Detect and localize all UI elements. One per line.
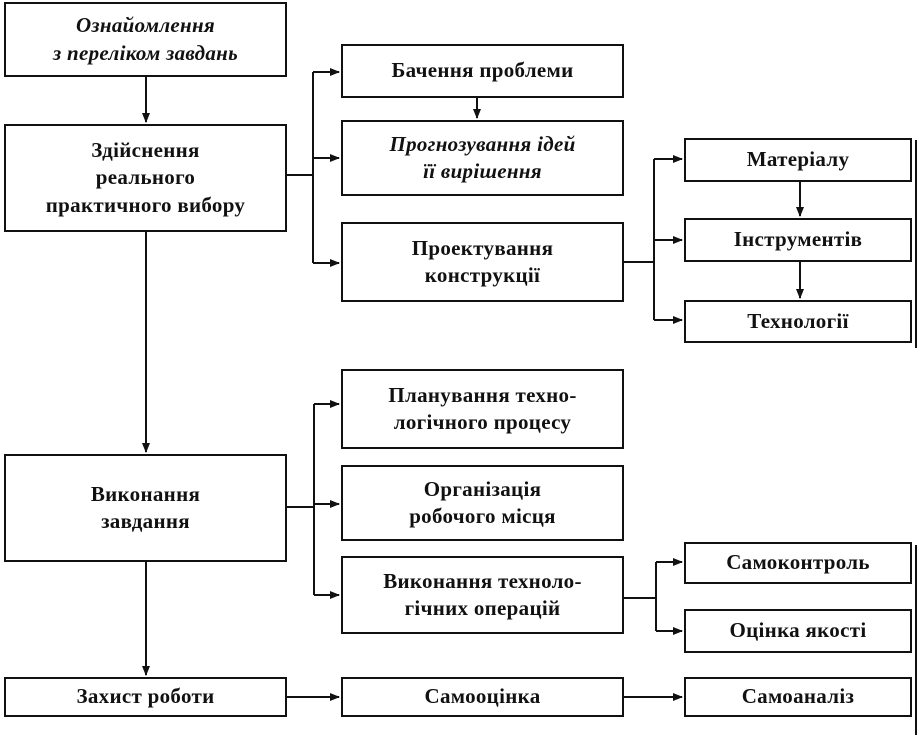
node-selfanalysis: Самоаналіз [684,677,912,717]
node-tech-label: Технології [747,308,849,333]
node-tools-label: Інструментів [733,227,863,252]
node-problem-label: Бачення проблеми [391,58,574,83]
node-tech: Технології [684,300,912,343]
node-problem: Бачення проблеми [341,44,624,98]
node-material: Матеріалу [684,138,912,182]
node-tools: Інструментів [684,218,912,262]
node-defense-label: Захист роботи [76,684,215,709]
node-plan-label: Планування техно- логічного процесу [388,382,577,434]
node-choice-label: Здійснення реального практичного вибору [45,138,246,217]
node-ops: Виконання техноло- гічних операцій [341,556,624,634]
node-intro: Ознайомлення з переліком завдань [4,2,287,77]
node-execute: Виконання завдання [4,454,287,562]
node-forecast: Прогнозування ідей її вирішення [341,120,624,196]
node-org: Організація робочого місця [341,465,624,541]
node-selfcontrol-label: Самоконтроль [726,550,870,575]
node-org-label: Організація робочого місця [409,476,556,528]
node-forecast-label: Прогнозування ідей її вирішення [389,131,576,183]
node-selfcontrol: Самоконтроль [684,542,912,584]
node-quality: Оцінка якості [684,609,912,653]
node-selfanalysis-label: Самоаналіз [741,684,855,709]
node-defense: Захист роботи [4,677,287,717]
node-material-label: Матеріалу [746,147,850,172]
node-ops-label: Виконання техноло- гічних операцій [383,568,582,620]
node-design: Проектування конструкції [341,222,624,302]
node-quality-label: Оцінка якості [729,618,867,643]
node-selfeval-label: Самооцінка [424,684,541,709]
node-design-label: Проектування конструкції [411,235,554,287]
node-intro-label: Ознайомлення з переліком завдань [52,13,239,65]
node-plan: Планування техно- логічного процесу [341,369,624,449]
node-choice: Здійснення реального практичного вибору [4,124,287,232]
node-selfeval: Самооцінка [341,677,624,717]
node-execute-label: Виконання завдання [90,481,201,533]
